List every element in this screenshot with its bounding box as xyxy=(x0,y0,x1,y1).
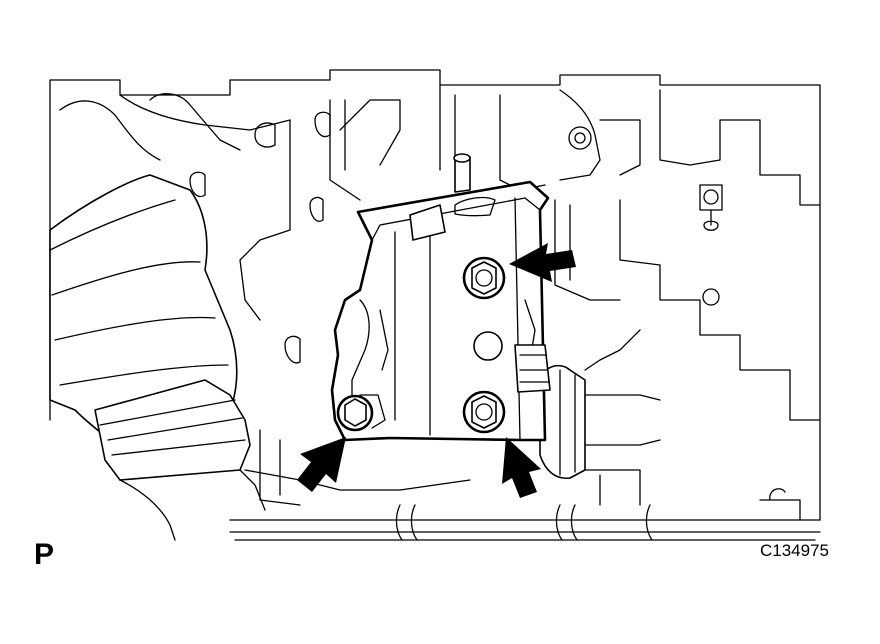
callout-arrow-icon xyxy=(502,437,541,498)
figure-code: C134975 xyxy=(760,541,830,560)
drive-shaft-boot xyxy=(49,174,266,541)
mounting-bolt-bottom-left xyxy=(336,394,386,432)
background-engine-lines xyxy=(49,69,821,521)
mounting-bolt-top xyxy=(462,256,506,300)
mounting-bolt-bottom-right xyxy=(462,390,506,434)
callout-arrow-icon xyxy=(509,243,576,282)
engine-mount-bracket xyxy=(330,153,551,442)
callout-arrow-icon xyxy=(297,437,346,492)
view-label: P xyxy=(34,538,55,571)
sub-frame xyxy=(229,429,821,541)
